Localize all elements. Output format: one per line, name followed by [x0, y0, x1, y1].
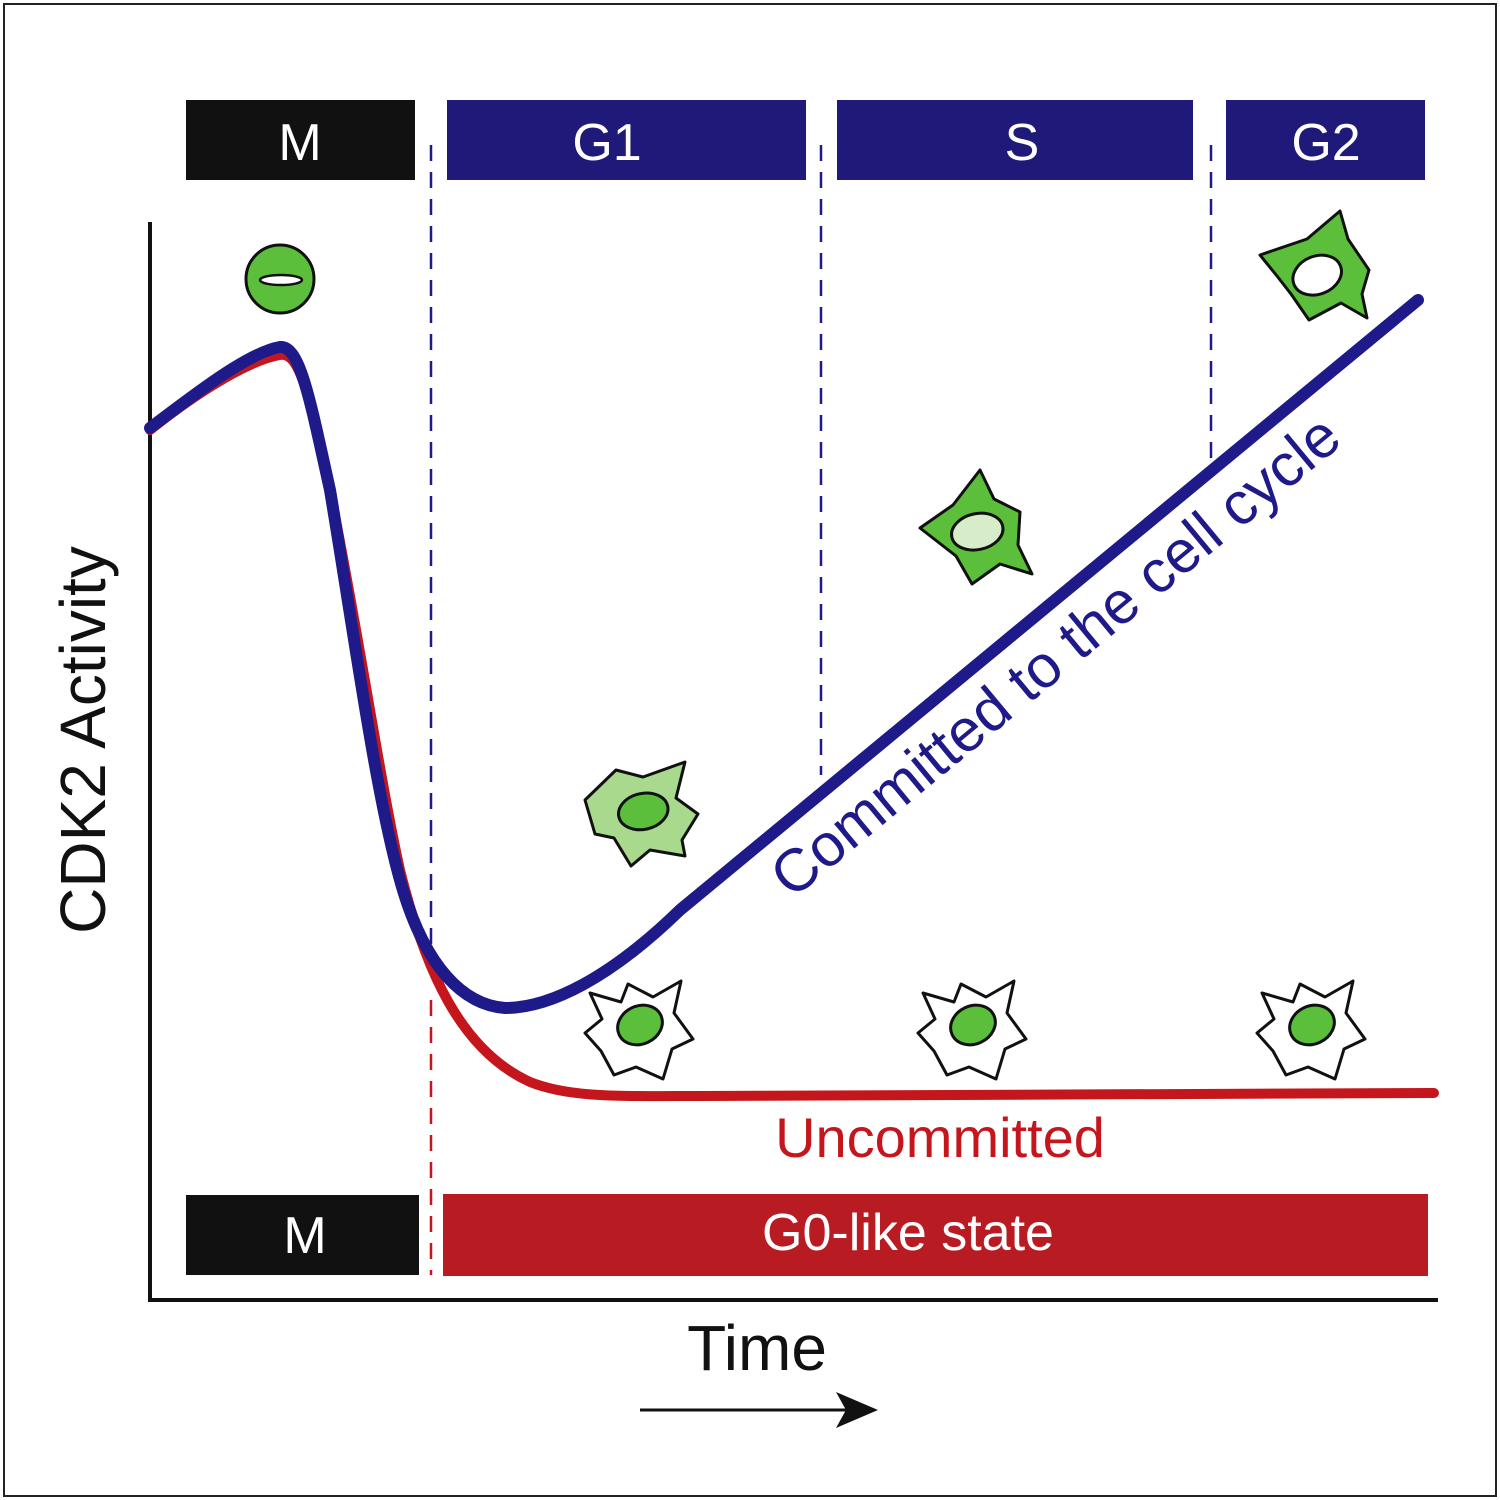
phase-g2-box: [1226, 100, 1425, 180]
g2-cell-icon: [1258, 209, 1371, 322]
axes: [148, 222, 1438, 1302]
phase-s-box: [837, 100, 1193, 180]
bottom-phase-bar: M G0-like state: [186, 1194, 1428, 1276]
quiescent-cell-icon-1: [583, 979, 695, 1081]
phase-m-top-box: [186, 100, 415, 180]
time-arrow: [640, 1392, 878, 1428]
phase-dividers: [429, 145, 1213, 1275]
g1-cell-icon: [583, 760, 700, 868]
phase-m-top-label: M: [278, 114, 321, 172]
phase-m-bottom-label: M: [283, 1207, 326, 1265]
phase-m-bottom-box: [186, 1195, 419, 1275]
quiescent-cell-icon-2: [916, 979, 1028, 1081]
phase-g0-box: [443, 1194, 1428, 1276]
uncommitted-label: Uncommitted: [775, 1106, 1105, 1169]
phase-g0-label: G0-like state: [762, 1204, 1054, 1262]
phase-s-label: S: [1005, 114, 1040, 172]
phase-g1-box: [447, 100, 806, 180]
quiescent-cell-icon-3: [1255, 979, 1367, 1081]
arrow-head-icon: [836, 1392, 878, 1428]
phase-g2-label: G2: [1291, 114, 1360, 172]
mitotic-cell-icon: [244, 243, 316, 315]
x-axis-label: Time: [687, 1312, 827, 1384]
committed-curve: [144, 294, 1424, 1015]
phase-g1-label: G1: [572, 114, 641, 172]
s-phase-cell-icon: [918, 468, 1034, 586]
y-axis-label: CDK2 Activity: [47, 546, 119, 934]
top-phase-bar: M G1 S G2: [186, 100, 1425, 180]
